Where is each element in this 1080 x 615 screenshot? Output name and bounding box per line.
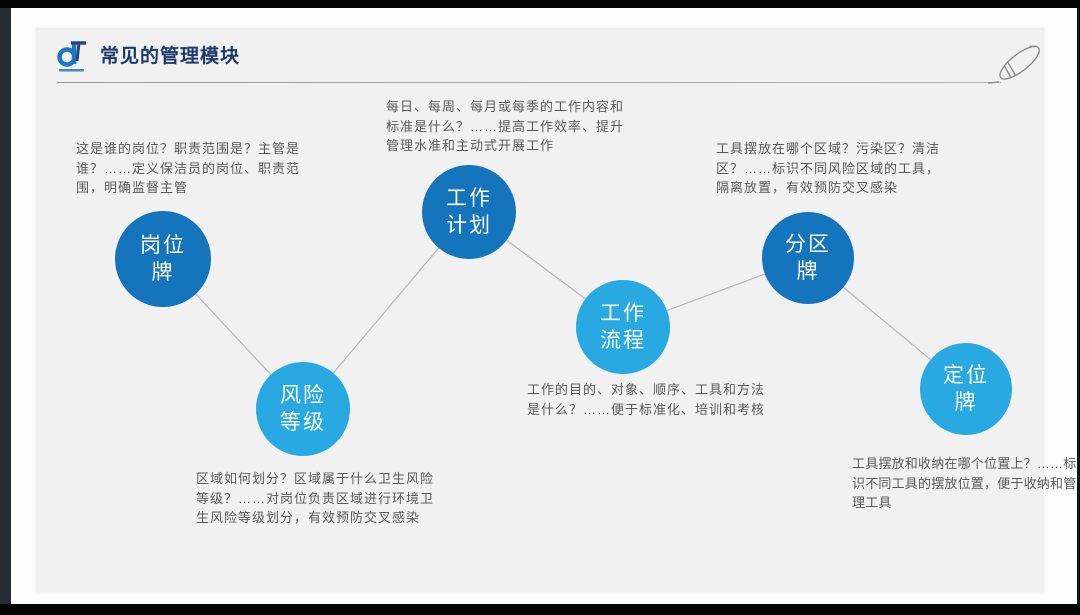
- header-rule: [57, 82, 1001, 83]
- node-label: 计划: [446, 214, 492, 237]
- node-zone-board: 分区 牌: [762, 212, 854, 304]
- node-label: 牌: [796, 260, 820, 283]
- page-title: 常见的管理模块: [100, 46, 241, 67]
- letterbox-top: [0, 0, 1080, 8]
- letterbox-bottom: [0, 604, 1080, 615]
- node-label: 牌: [954, 391, 978, 414]
- node-risk-level: 风险 等级: [256, 362, 350, 456]
- letterbox-left: [0, 0, 11, 615]
- node-label: 定位: [943, 364, 989, 387]
- desc-zone-board: 工具摆放在哪个区域？污染区？清洁区？……标识不同风险区域的工具，隔离放置，有效预…: [716, 141, 941, 195]
- desc-risk-level: 区域如何划分？区域属于什么卫生风险等级？……对岗位负责区域进行环境卫生风险等级划…: [196, 471, 435, 525]
- desc-work-plan: 每日、每周、每月或每季的工作内容和标准是什么？……提高工作效率、提升管理水准和主…: [386, 99, 625, 153]
- brand-logo: [57, 41, 86, 72]
- node-label: 工作: [600, 302, 646, 325]
- node-label: 流程: [600, 329, 646, 352]
- node-label: 分区: [785, 233, 831, 256]
- desc-locate-board: 工具摆放和收纳在哪个位置上？……标识不同工具的摆放位置，便于收纳和管理工具: [852, 456, 1077, 510]
- presentation-slide: 常见的管理模块: [36, 28, 1076, 592]
- node-label: 牌: [151, 261, 175, 284]
- node-locate-board: 定位 牌: [920, 343, 1012, 435]
- node-work-flow: 工作 流程: [576, 280, 670, 374]
- node-label: 等级: [280, 411, 326, 434]
- letterbox-right: [1077, 0, 1080, 615]
- node-post-board: 岗位 牌: [115, 211, 211, 307]
- desc-work-flow: 工作的目的、对象、顺序、工具和方法是什么？……便于标准化、培训和考核: [527, 382, 766, 417]
- node-work-plan: 工作 计划: [422, 165, 516, 259]
- node-label: 工作: [446, 187, 492, 210]
- node-label: 风险: [280, 384, 326, 407]
- node-label: 岗位: [140, 234, 186, 257]
- desc-post-board: 这是谁的岗位？职责范围是？主管是谁？……定义保洁员的岗位、职责范围，明确监督主管: [76, 141, 301, 195]
- pen-icon: [988, 45, 1040, 84]
